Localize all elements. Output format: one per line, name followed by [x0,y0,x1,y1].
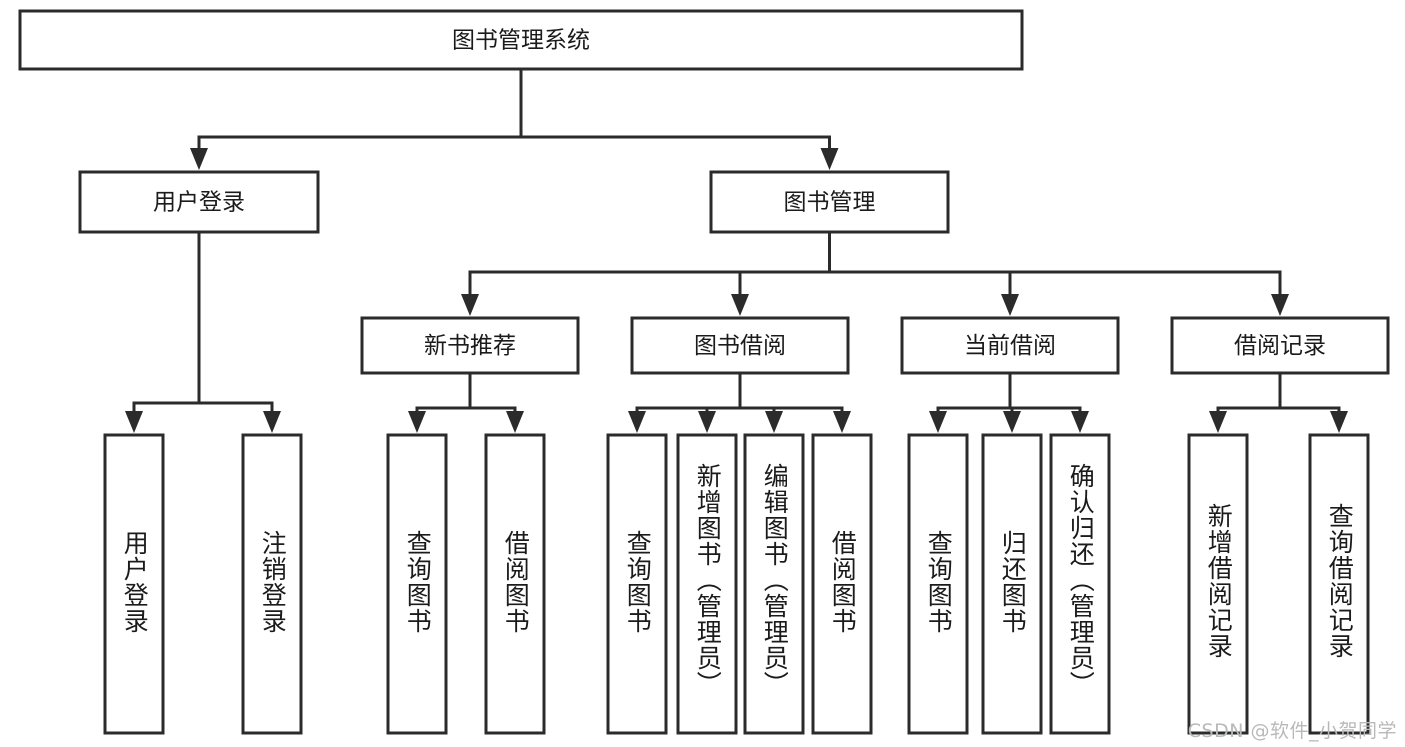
arrow-head-icon-leaf-edit-book-admin [765,411,783,433]
node-box-leaf-borrow-book-new[interactable] [484,433,546,735]
node-label-user-login: 用户登录 [153,190,245,216]
node-box-book-borrow[interactable] [630,316,850,375]
arrow-head-icon-leaf-query-book-borrow [628,411,646,433]
arrow-head-icon-leaf-query-book-new [408,411,426,433]
arrow-head-icon-leaf-borrow-book [833,411,851,433]
node-label-current-borrow: 当前借阅 [964,333,1056,359]
arrow-head-icon-leaf-confirm-return-admin [1071,411,1089,433]
node-box-current-borrow[interactable] [900,316,1120,375]
node-box-leaf-edit-book-admin[interactable] [743,433,805,735]
node-box-user-login[interactable] [78,170,320,234]
arrow-head-icon-leaf-return-book [1003,411,1021,433]
arrow-head-icon-new-book-recommend [461,294,479,316]
arrow-head-icon-leaf-query-borrow-record [1330,411,1348,433]
arrow-head-icon-leaf-user-login [125,411,143,433]
node-label-borrow-record: 借阅记录 [1234,333,1326,359]
node-box-layer [18,9,1390,735]
arrow-head-icon-borrow-record [1271,294,1289,316]
node-box-borrow-record[interactable] [1170,316,1390,375]
node-label-book-borrow: 图书借阅 [694,333,786,359]
arrow-head-icon-leaf-add-borrow-record [1209,411,1227,433]
connector-layer [125,67,1348,433]
node-box-root[interactable] [18,9,1024,71]
node-box-book-management[interactable] [709,170,950,234]
node-label-root: 图书管理系统 [452,28,590,54]
node-box-leaf-user-login[interactable] [103,433,165,735]
node-box-new-book-recommend[interactable] [360,316,580,375]
node-box-leaf-query-book-new[interactable] [386,433,448,735]
node-box-leaf-borrow-book[interactable] [811,433,873,735]
node-box-leaf-return-book[interactable] [981,433,1043,735]
node-box-leaf-query-book-current[interactable] [907,433,969,735]
arrow-head-icon-book-borrow [731,294,749,316]
arrow-head-icon-leaf-query-book-current [929,411,947,433]
arrow-head-icon-leaf-add-book-admin [698,411,716,433]
node-box-leaf-add-book-admin[interactable] [676,433,738,735]
node-box-leaf-logout[interactable] [241,433,303,735]
node-box-leaf-query-borrow-record[interactable] [1308,433,1370,735]
node-box-leaf-add-borrow-record[interactable] [1187,433,1249,735]
arrow-head-icon-current-borrow [1001,294,1019,316]
node-box-leaf-confirm-return-admin[interactable] [1049,433,1111,735]
arrow-head-icon-user-login [190,148,208,170]
arrow-head-icon-book-management [820,148,839,170]
arrow-head-icon-leaf-borrow-book-new [506,411,524,433]
node-label-new-book-recommend: 新书推荐 [424,333,516,359]
watermark-text: CSDN @软件_小贺同学 [1187,720,1397,742]
node-box-leaf-query-book-borrow[interactable] [606,433,668,735]
arrow-head-icon-leaf-logout [263,411,281,433]
node-label-book-management: 图书管理 [784,190,876,216]
